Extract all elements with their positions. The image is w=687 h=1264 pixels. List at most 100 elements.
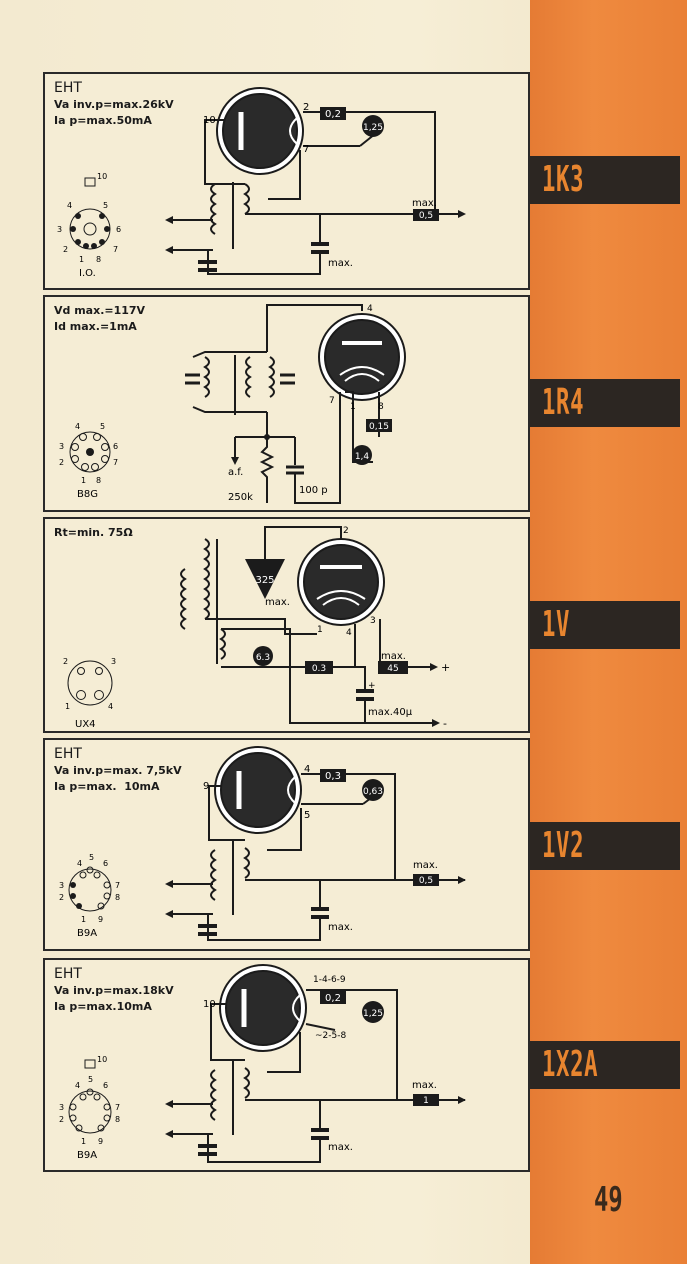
base-name: I.O. bbox=[79, 268, 96, 279]
wire bbox=[208, 785, 245, 841]
wire bbox=[192, 406, 267, 413]
base-center bbox=[83, 222, 97, 236]
svg-text:6: 6 bbox=[103, 1081, 108, 1090]
transformer-coil bbox=[210, 1069, 217, 1121]
base-name: B8G bbox=[77, 489, 98, 500]
base-outline bbox=[68, 1090, 112, 1134]
svg-text:2: 2 bbox=[63, 657, 68, 666]
arrow-icon bbox=[458, 876, 466, 884]
wire bbox=[306, 989, 398, 1100]
resistor bbox=[366, 419, 392, 432]
top-cap-icon bbox=[84, 1059, 96, 1069]
wire bbox=[267, 808, 302, 851]
svg-text:~2-5-8: ~2-5-8 bbox=[315, 1031, 346, 1041]
arrow-icon bbox=[458, 210, 466, 218]
output-box bbox=[413, 209, 439, 221]
bulb-value: 6.3 bbox=[256, 653, 270, 663]
out-value: 45 bbox=[387, 664, 398, 674]
spec-block: EHT Va inv.p=max.18kV Ia p=max.10mA bbox=[54, 966, 174, 1015]
svg-text:10: 10 bbox=[203, 999, 216, 1010]
bulb bbox=[352, 445, 372, 465]
tube-base-diagram: 2 3 1 4 UX4 bbox=[63, 657, 116, 730]
spec-block: EHT Va inv.p=max.26kV Ia p=max.50mA bbox=[54, 80, 174, 129]
resistor-label: 250k bbox=[228, 492, 253, 503]
wire bbox=[207, 1134, 321, 1163]
svg-text:9: 9 bbox=[98, 915, 103, 924]
wire bbox=[303, 111, 436, 214]
resistor bbox=[320, 769, 346, 782]
tube-tag-1v: 1V bbox=[530, 601, 680, 649]
tube-anode bbox=[289, 117, 298, 145]
base-name: B9A bbox=[77, 1150, 97, 1161]
transformer-coil bbox=[243, 847, 250, 879]
wire bbox=[289, 667, 366, 724]
coil bbox=[268, 356, 275, 398]
output-box bbox=[413, 1094, 439, 1106]
svg-text:6: 6 bbox=[116, 225, 121, 234]
cap-label: max.40μ bbox=[368, 707, 413, 718]
svg-text:7: 7 bbox=[115, 881, 120, 890]
tube-panel-1k3: EHT Va inv.p=max.26kV Ia p=max.50mA bbox=[43, 72, 530, 290]
bulb-value: 1,25 bbox=[363, 1009, 383, 1019]
filament bbox=[344, 373, 380, 382]
tube-base-diagram: 10 4 5 6 3 7 2 8 1 9 B9A bbox=[59, 1055, 120, 1161]
arrow-icon bbox=[165, 1130, 173, 1138]
spec-line: Ia p=max.10mA bbox=[54, 1000, 152, 1013]
spec-line: EHT bbox=[54, 80, 82, 96]
svg-text:5: 5 bbox=[100, 422, 105, 431]
pin-label: 10 bbox=[203, 115, 216, 126]
transformer-coil bbox=[210, 183, 217, 235]
svg-text:3: 3 bbox=[59, 881, 64, 890]
wire bbox=[207, 914, 321, 941]
arrow-icon bbox=[165, 216, 173, 224]
wire bbox=[221, 628, 305, 668]
svg-text:3: 3 bbox=[370, 616, 376, 626]
wire bbox=[268, 150, 301, 200]
out-label: max. bbox=[413, 860, 438, 871]
svg-text:6: 6 bbox=[113, 442, 118, 451]
svg-text:4: 4 bbox=[367, 304, 373, 314]
pin-label: 7 bbox=[303, 144, 309, 155]
base-outline bbox=[67, 660, 113, 706]
wire bbox=[207, 250, 321, 275]
cap-label: max. bbox=[328, 922, 353, 933]
wire bbox=[205, 618, 317, 635]
tube-base-diagram: 10 4 5 3 6 2 7 1 8 I.O. bbox=[57, 172, 121, 279]
svg-text:4: 4 bbox=[108, 702, 113, 711]
svg-text:1: 1 bbox=[65, 702, 70, 711]
spec-block: Vd max.=117V Id max.=1mA bbox=[54, 303, 145, 335]
bulb bbox=[253, 646, 273, 666]
arrow-icon bbox=[165, 880, 173, 888]
tube-tag-1k3: 1K3 bbox=[530, 156, 680, 204]
tube-panel-1x2a: EHT Va inv.p=max.18kV Ia p=max.10mA bbox=[43, 958, 530, 1172]
tube-base-diagram: 4 5 3 6 2 7 1 8 B8G bbox=[59, 422, 118, 500]
out-label: max. bbox=[412, 198, 437, 209]
svg-text:3: 3 bbox=[57, 225, 62, 234]
output-box bbox=[378, 661, 408, 674]
resistor bbox=[305, 661, 333, 674]
bulb bbox=[362, 115, 384, 137]
filament bbox=[339, 366, 385, 376]
svg-text:10: 10 bbox=[97, 172, 107, 181]
schematic: 0,2 1,25 max. 0,5 max. 10 2 7 10 4 5 3 bbox=[57, 87, 466, 279]
plus-label: + bbox=[441, 661, 450, 674]
arrow-icon bbox=[430, 663, 438, 671]
base-outline bbox=[68, 868, 112, 912]
tube-panel-1r4: Vd max.=117V Id max.=1mA bbox=[43, 295, 530, 512]
resistor-value: 0,15 bbox=[369, 422, 389, 432]
svg-text:8: 8 bbox=[115, 893, 120, 902]
transformer-coil bbox=[243, 1067, 250, 1099]
base-outline bbox=[69, 431, 111, 473]
coil bbox=[203, 356, 210, 398]
svg-text:4: 4 bbox=[75, 422, 80, 431]
wire bbox=[305, 1023, 336, 1031]
svg-text:8: 8 bbox=[96, 476, 101, 485]
svg-text:3: 3 bbox=[111, 657, 116, 666]
cap-label: max. bbox=[328, 1142, 353, 1153]
out-label: max. bbox=[412, 1080, 437, 1091]
resistor-value: 0,2 bbox=[325, 109, 341, 120]
spec-line: Rt=min. 75Ω bbox=[54, 526, 133, 539]
spec-block: Rt=min. 75Ω bbox=[54, 525, 133, 541]
tube-glass bbox=[225, 970, 301, 1046]
